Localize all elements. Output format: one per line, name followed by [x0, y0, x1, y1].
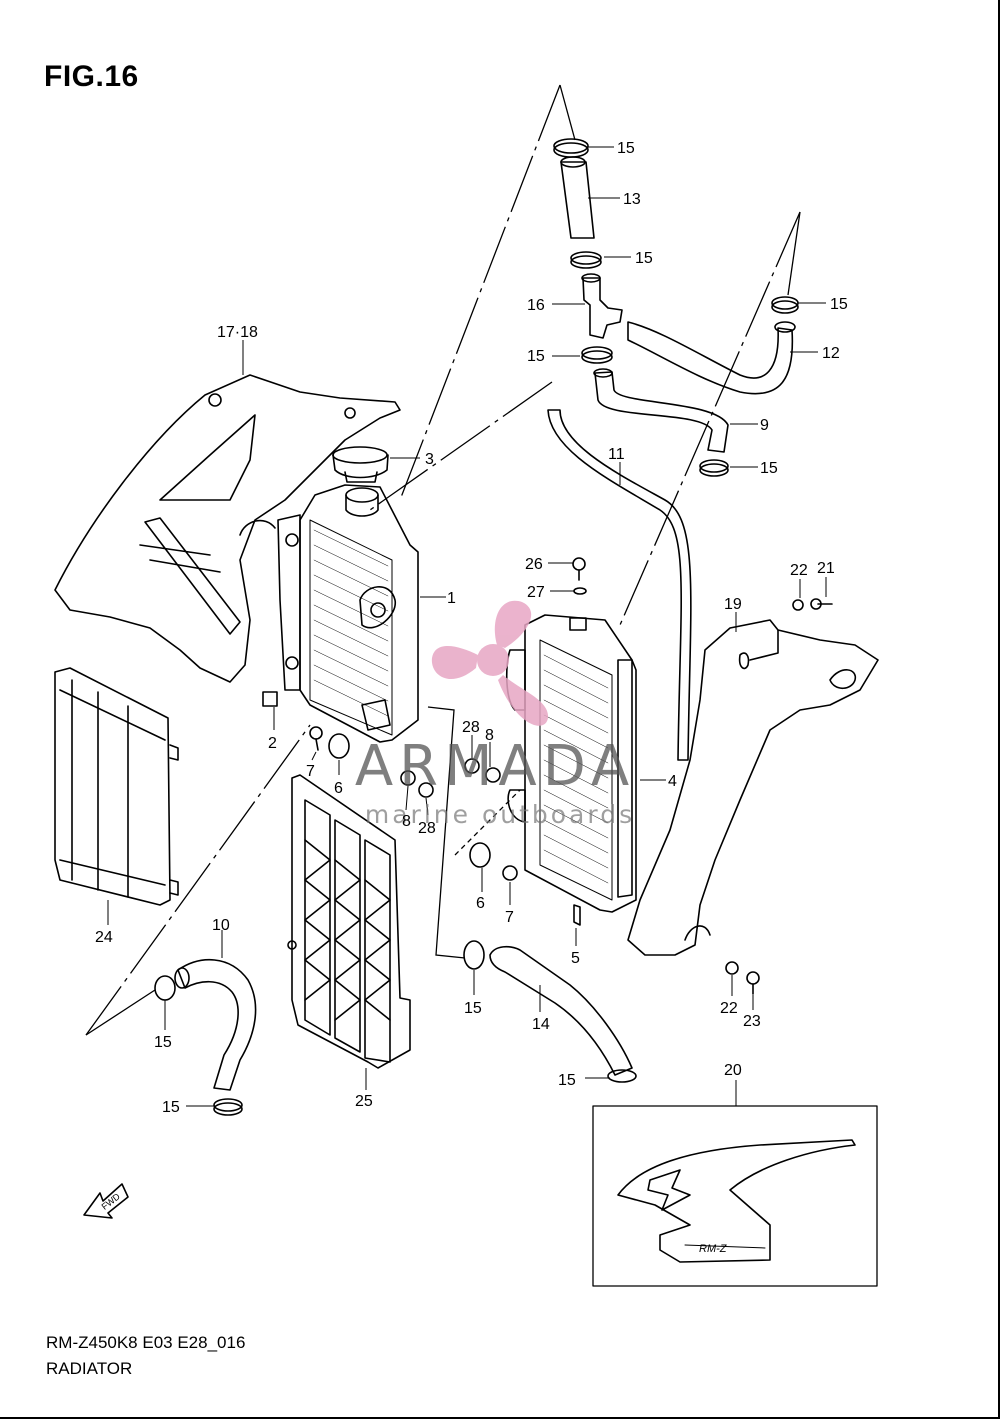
callout-15-d: 15 — [527, 348, 545, 365]
callout-15-c: 15 — [830, 296, 848, 313]
watermark-brand: ARMADA — [355, 734, 635, 799]
callout-11: 11 — [608, 446, 625, 463]
callout-15-h: 15 — [464, 1000, 482, 1017]
radiator-shroud-right-part — [627, 619, 879, 956]
callout-9: 9 — [760, 417, 769, 434]
callout-28-b: 28 — [462, 719, 480, 736]
callout-4: 4 — [668, 773, 677, 790]
callout-12: 12 — [822, 345, 840, 362]
callout-22-a: 22 — [790, 562, 808, 579]
callout-5: 5 — [571, 950, 580, 967]
callout-14: 14 — [532, 1016, 550, 1033]
decal-part — [617, 1139, 856, 1263]
fwd-arrow-icon — [83, 1183, 129, 1219]
radiator-cap-part — [332, 446, 389, 483]
callout-7-a: 7 — [306, 763, 315, 780]
callout-labels: 15 13 15 16 15 12 15 9 15 11 17·18 3 1 2… — [95, 140, 848, 1116]
callout-19: 19 — [724, 596, 742, 613]
callout-8-a: 8 — [402, 813, 411, 830]
callout-8-b: 8 — [485, 727, 494, 744]
decal-frame — [592, 1105, 878, 1287]
hose-12-part — [627, 321, 796, 395]
callout-20: 20 — [724, 1062, 742, 1079]
callout-15-e: 15 — [760, 460, 778, 477]
callout-15-b: 15 — [635, 250, 653, 267]
callout-28-a: 28 — [418, 820, 436, 837]
callout-15-i: 15 — [558, 1072, 576, 1089]
hose-14-part — [489, 945, 633, 1076]
callout-17-18: 17·18 — [217, 324, 258, 341]
figure-name: RADIATOR — [46, 1359, 133, 1378]
hose-11-part — [547, 409, 692, 761]
decal-lettering: RM-Z — [699, 1243, 728, 1255]
callout-6-b: 6 — [476, 895, 485, 912]
figure-title: FIG.16 — [44, 60, 139, 93]
radiator-guard-part — [287, 774, 411, 1069]
hose-clamps — [154, 138, 799, 1116]
radiator-shroud-left-part — [54, 374, 401, 683]
fwd-arrow-label: FWD — [100, 1191, 123, 1212]
callout-15-f: 15 — [154, 1034, 172, 1051]
callout-15-a: 15 — [617, 140, 635, 157]
union-16-part — [581, 273, 623, 339]
callout-10: 10 — [212, 917, 230, 934]
figure-code: RM-Z450K8 E03 E28_016 — [46, 1333, 246, 1352]
callout-3: 3 — [425, 451, 434, 468]
leader-lines — [85, 84, 801, 1036]
callout-ticks — [107, 146, 827, 1107]
callout-26: 26 — [525, 556, 543, 573]
watermark-tagline: marine outboards — [365, 800, 635, 829]
callout-6-a: 6 — [334, 780, 343, 797]
radiator-left-part — [277, 484, 419, 743]
hose-10-part — [174, 959, 257, 1091]
callout-21: 21 — [817, 560, 835, 577]
callout-27: 27 — [527, 584, 545, 601]
callout-25: 25 — [355, 1093, 373, 1110]
callout-16: 16 — [527, 297, 545, 314]
callout-2: 2 — [268, 735, 277, 752]
louver-left-part — [54, 667, 179, 906]
callout-7-b: 7 — [505, 909, 514, 926]
callout-24: 24 — [95, 929, 113, 946]
callout-13: 13 — [623, 191, 641, 208]
callout-15-g: 15 — [162, 1099, 180, 1116]
callout-23: 23 — [743, 1013, 761, 1030]
callout-1: 1 — [447, 590, 456, 607]
armada-logo-icon — [431, 600, 549, 726]
hose-9-part — [593, 368, 729, 453]
clip-part — [262, 691, 278, 707]
callout-22-b: 22 — [720, 1000, 738, 1017]
